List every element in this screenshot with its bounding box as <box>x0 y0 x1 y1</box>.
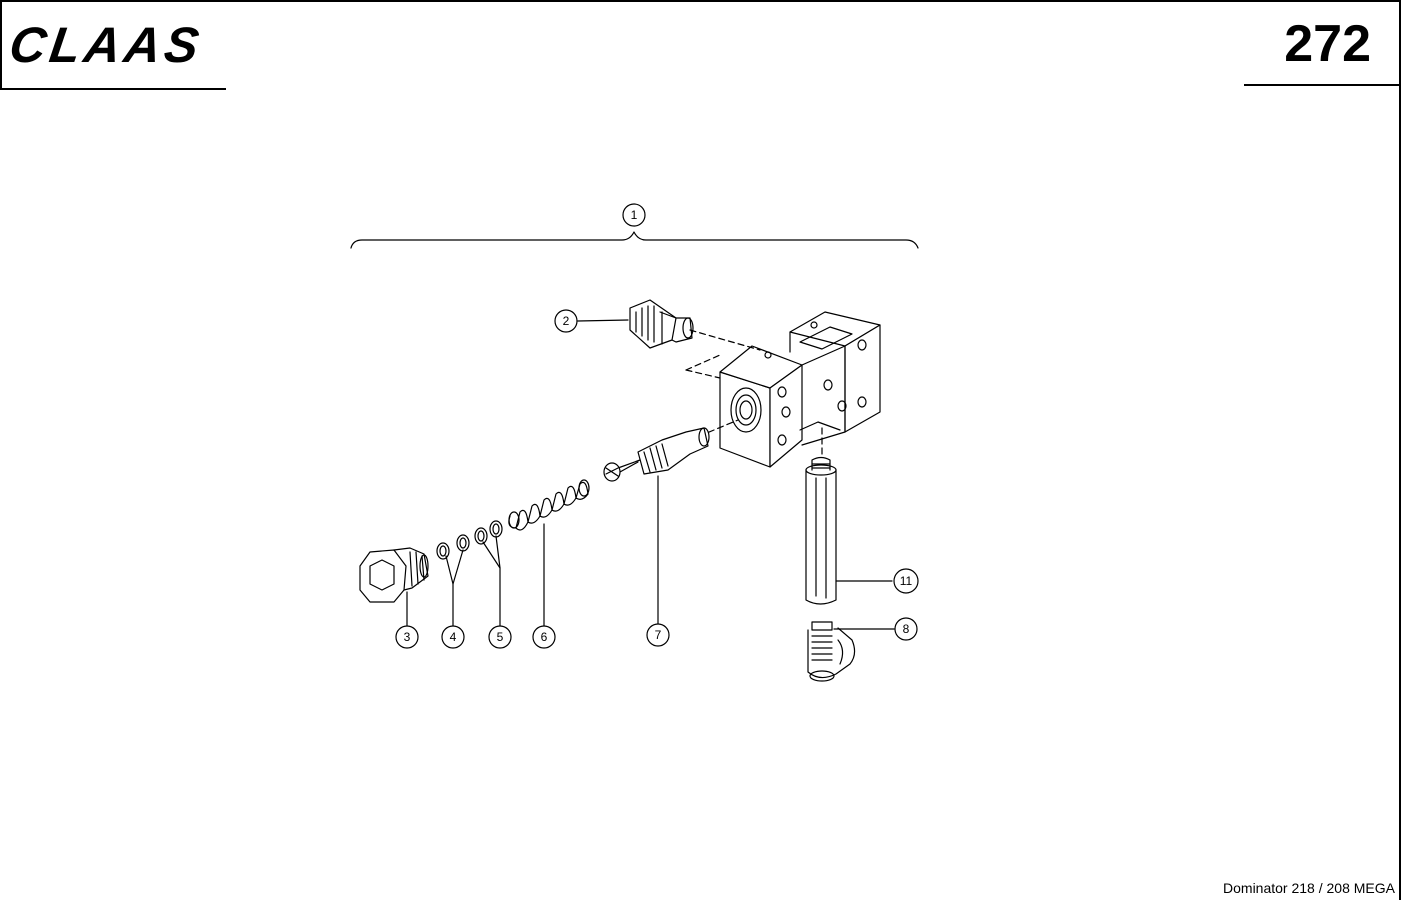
callout-4: 4 <box>441 625 465 649</box>
callout-label-7: 7 <box>655 628 662 642</box>
frame-left-border <box>0 0 2 90</box>
callout-2: 2 <box>554 309 578 333</box>
callout-label-1: 1 <box>631 208 638 222</box>
threaded-adapter-part <box>629 299 694 349</box>
callout-7: 7 <box>646 623 670 647</box>
poppet-ball-part <box>603 462 621 482</box>
valve-piston-part <box>617 427 710 475</box>
callout-label-2: 2 <box>563 314 570 328</box>
callout-3: 3 <box>395 625 419 649</box>
callout-label-8: 8 <box>903 622 910 636</box>
callout-label-4: 4 <box>450 630 457 644</box>
frame-top-border <box>0 0 1401 2</box>
valve-housing-block <box>685 311 881 468</box>
callout-11: 11 <box>893 568 919 594</box>
callout-6: 6 <box>532 625 556 649</box>
elbow-fitting-part <box>807 621 856 682</box>
extension-tube-part <box>805 456 837 605</box>
frame-right-border <box>1399 0 1401 900</box>
callout-label-5: 5 <box>497 630 504 644</box>
callout-label-3: 3 <box>404 630 411 644</box>
washer-rings <box>436 520 503 560</box>
page-number: 272 <box>1284 15 1371 73</box>
callout-label-11: 11 <box>900 574 913 588</box>
model-footer: Dominator 218 / 208 MEGA <box>1223 880 1395 896</box>
callout-5: 5 <box>488 625 512 649</box>
callout-1: 1 <box>622 203 646 227</box>
spring-part <box>508 479 590 531</box>
plug-screw-part <box>359 547 429 603</box>
logo-underline <box>0 88 226 90</box>
callout-8: 8 <box>894 617 918 641</box>
callout-label-6: 6 <box>541 630 548 644</box>
leader-lines <box>406 319 895 630</box>
page-number-underline <box>1244 84 1401 86</box>
assembly-brace <box>350 231 919 249</box>
